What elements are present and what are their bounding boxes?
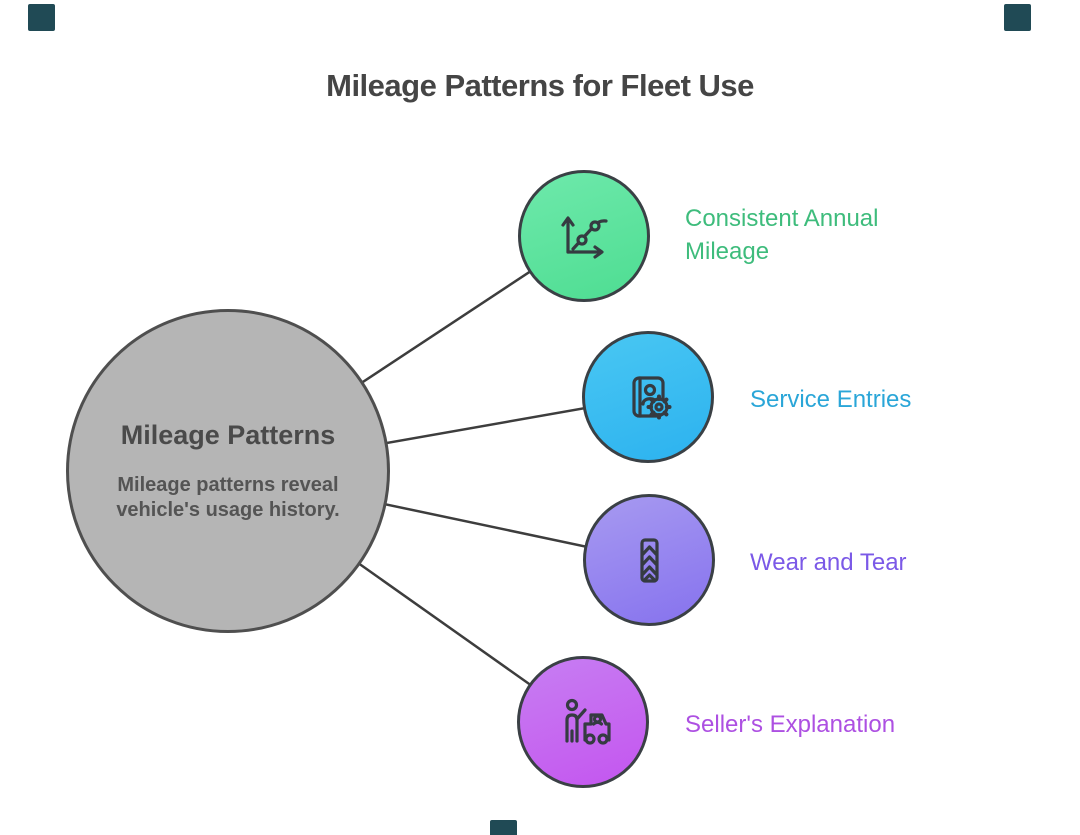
central-node-description-line2: vehicle's usage history. — [116, 498, 340, 521]
selection-handle-top-right[interactable] — [1004, 4, 1031, 31]
line-chart-icon — [561, 216, 608, 259]
tire-tread-icon — [640, 538, 659, 583]
central-node-description-line1: Mileage patterns reveal — [117, 473, 339, 496]
node-sellers-explanation[interactable] — [517, 656, 649, 788]
central-node-description: Mileage patterns reveal vehicle's usage … — [116, 473, 339, 523]
label-wear-and-tear[interactable]: Wear and Tear — [750, 549, 907, 576]
node-service-entries[interactable] — [582, 331, 714, 463]
central-node-title: Mileage Patterns — [120, 419, 336, 450]
node-wear-and-tear[interactable] — [583, 494, 715, 626]
central-node-mileage-patterns[interactable]: Mileage Patterns Mileage patterns reveal… — [66, 309, 390, 633]
service-book-gear-icon — [632, 376, 672, 420]
label-consistent-annual-mileage[interactable]: Consistent Annual Mileage — [685, 205, 879, 265]
label-sellers-explanation[interactable]: Seller's Explanation — [685, 711, 896, 738]
person-car-icon — [565, 698, 611, 745]
selection-handle-top-left[interactable] — [28, 4, 55, 31]
label-service-entries[interactable]: Service Entries — [750, 386, 912, 413]
node-consistent-annual-mileage[interactable] — [518, 170, 650, 302]
page-title: Mileage Patterns for Fleet Use — [326, 68, 754, 103]
selection-handle-bottom[interactable] — [490, 820, 517, 835]
